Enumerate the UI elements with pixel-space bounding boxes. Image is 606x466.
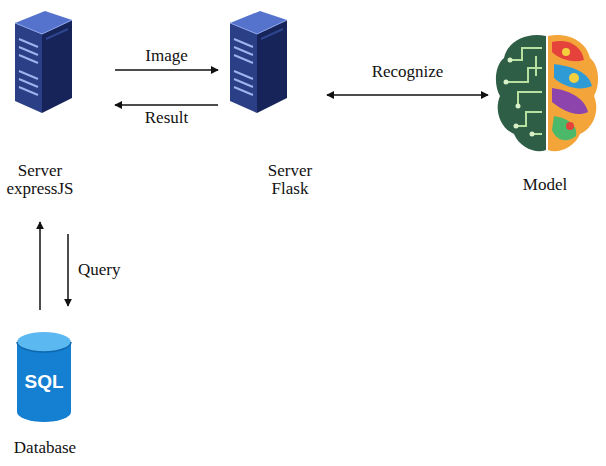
icon-label: SQL	[24, 372, 65, 392]
edge-label: Image	[143, 47, 189, 65]
model-node: Model	[492, 30, 602, 194]
node-label: Server Flask	[267, 162, 313, 198]
node-icon	[225, 5, 290, 115]
server-node: Server expressJS	[6, 5, 76, 198]
node-label: Server expressJS	[6, 162, 75, 198]
node-icon	[492, 30, 602, 156]
node-label: Model	[522, 176, 568, 194]
server-node: Server Flask	[225, 5, 313, 198]
arrow-connector	[115, 104, 218, 106]
arrow-connector	[115, 69, 218, 71]
node-label: Database	[13, 439, 77, 457]
edge-label: Result	[143, 109, 190, 127]
arrow-connector	[67, 234, 69, 306]
edge-label: Recognize	[370, 63, 446, 81]
arrow-connector	[327, 94, 488, 96]
arrow-connector	[39, 222, 41, 310]
database-node: SQL Database	[13, 330, 77, 457]
edge-label: Query	[76, 261, 122, 279]
node-icon	[10, 5, 75, 115]
